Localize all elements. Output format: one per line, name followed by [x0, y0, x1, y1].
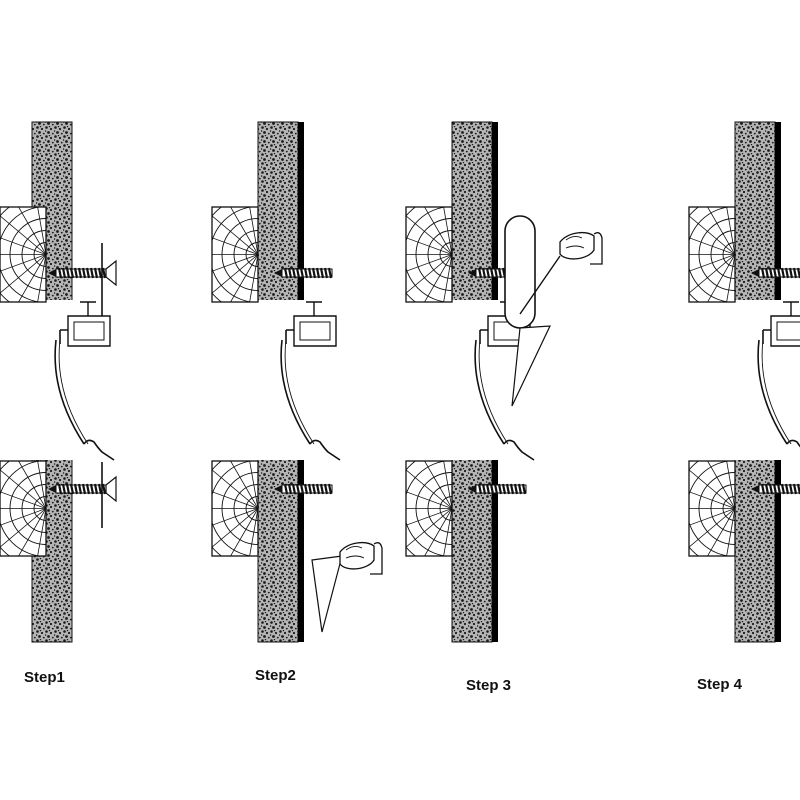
curved-sheet	[474, 339, 535, 461]
screw	[751, 483, 800, 495]
step-1-drawing	[0, 121, 117, 643]
hand-icon	[339, 541, 383, 575]
aluminium-profile	[285, 301, 337, 347]
opening-gap	[450, 300, 494, 460]
curved-sheet	[757, 339, 800, 448]
cloth-icon	[311, 555, 343, 633]
step-4-drawing	[688, 121, 800, 643]
step-2-label: Step2	[255, 667, 296, 684]
curved-sheet	[54, 339, 115, 461]
screw	[751, 267, 800, 279]
finish-layer	[492, 460, 498, 642]
opening-gap	[733, 300, 777, 460]
wood-block	[405, 460, 453, 557]
opening-gap	[30, 300, 74, 460]
wood-block	[211, 206, 259, 303]
wood-block	[0, 206, 47, 303]
step-1-label: Step1	[24, 669, 65, 686]
finish-layer	[298, 122, 304, 300]
wood-block	[688, 460, 736, 557]
finish-layer	[775, 122, 781, 300]
wood-block	[688, 206, 736, 303]
screw	[468, 483, 527, 495]
step-2-tool	[311, 541, 383, 633]
paint-roller-icon	[504, 215, 536, 329]
screw	[48, 259, 117, 287]
paint-stroke	[511, 325, 551, 407]
step-3-label: Step 3	[466, 677, 512, 694]
screw	[274, 483, 333, 495]
finish-layer	[298, 460, 304, 642]
aluminium-profile	[762, 301, 800, 347]
step-4-label: Step 4	[697, 676, 743, 693]
finish-layer	[492, 122, 498, 300]
wood-block	[211, 460, 259, 557]
step-3-drawing	[405, 121, 535, 643]
roller-handle	[519, 255, 561, 315]
step-2-drawing	[211, 121, 341, 643]
step-3-tool	[504, 215, 603, 407]
curved-sheet	[280, 339, 341, 461]
finish-layer	[775, 460, 781, 642]
screw	[48, 475, 117, 503]
wood-block	[0, 460, 47, 557]
opening-gap	[256, 300, 300, 460]
hand-icon	[559, 231, 603, 265]
wood-block	[405, 206, 453, 303]
screw	[274, 267, 333, 279]
